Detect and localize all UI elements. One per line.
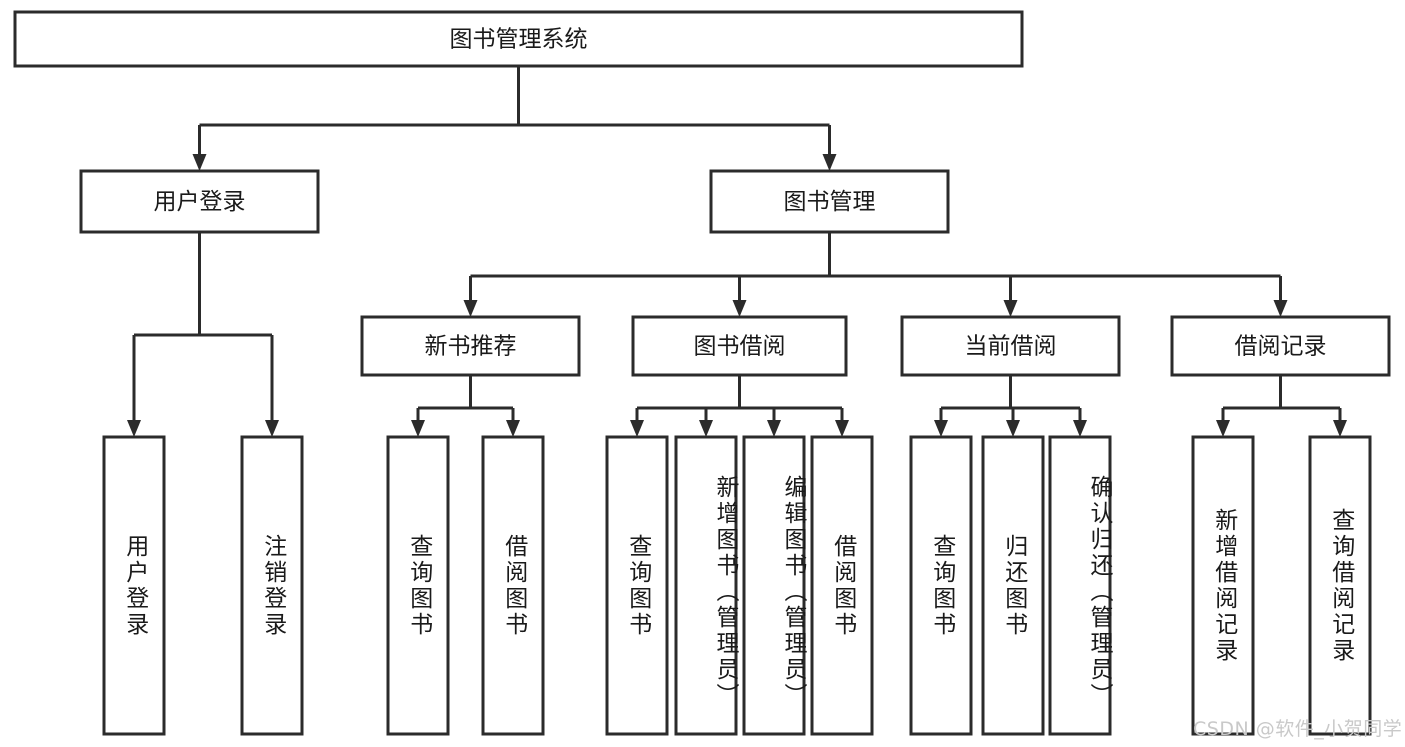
level2-node-label-user-login: 用户登录 <box>154 189 246 215</box>
leaf-node-leaf-query-borrow-record[interactable] <box>1308 435 1372 736</box>
arrow-head-icon-leaf-query-book-2 <box>630 420 644 437</box>
leaf-node-leaf-logout-login[interactable] <box>240 435 304 736</box>
level3-node-book-borrow[interactable]: 图书借阅 <box>631 315 848 377</box>
arrow-head-icon-new-book-recommend <box>463 300 478 317</box>
leaf-node-leaf-user-login[interactable] <box>102 435 166 736</box>
leaf-node-leaf-edit-book[interactable] <box>742 435 806 736</box>
arrow-head-icon-borrow-record <box>1273 300 1288 317</box>
watermark-text: CSDN @软件_小贺同学 <box>1193 718 1403 740</box>
arrow-head-icon-leaf-edit-book <box>767 420 781 437</box>
leaf-node-leaf-query-book-1[interactable] <box>386 435 450 736</box>
level3-node-label-current-borrow: 当前借阅 <box>965 334 1057 360</box>
level3-node-label-new-book-recommend: 新书推荐 <box>425 334 517 360</box>
leaf-node-leaf-return-book[interactable] <box>981 435 1045 736</box>
leaf-node-leaf-query-borrow-record-rect <box>1308 435 1372 736</box>
leaf-node-leaf-query-book-1-rect <box>386 435 450 736</box>
arrow-head-icon-leaf-return-book <box>1006 420 1020 437</box>
level3-node-label-book-borrow: 图书借阅 <box>694 334 786 360</box>
level3-node-current-borrow-rect <box>900 315 1121 377</box>
leaf-node-leaf-user-login-rect <box>102 435 166 736</box>
leaf-node-leaf-confirm-return[interactable] <box>1048 435 1112 736</box>
leaf-node-leaf-add-borrow-record-rect <box>1191 435 1255 736</box>
leaf-node-leaf-edit-book-rect <box>742 435 806 736</box>
arrow-head-icon-leaf-user-login <box>127 420 141 437</box>
leaf-node-leaf-confirm-return-rect <box>1048 435 1112 736</box>
leaf-node-leaf-query-book-3[interactable] <box>909 435 973 736</box>
leaf-node-leaf-query-book-2-rect <box>605 435 669 736</box>
level2-node-user-login-rect <box>79 169 320 234</box>
leaf-node-leaf-logout-login-rect <box>240 435 304 736</box>
leaf-node-leaf-add-book[interactable] <box>674 435 738 736</box>
leaf-node-leaf-add-book-rect <box>674 435 738 736</box>
leaf-node-leaf-borrow-book-2[interactable] <box>810 435 874 736</box>
leaf-node-leaf-return-book-rect <box>981 435 1045 736</box>
leaf-node-leaf-query-book-2[interactable] <box>605 435 669 736</box>
arrow-head-icon-book-borrow <box>732 300 747 317</box>
arrow-head-icon-leaf-add-borrow-record <box>1216 420 1230 437</box>
root-node-book-management-system-rect <box>13 10 1024 68</box>
level2-node-book-manage[interactable]: 图书管理 <box>709 169 950 234</box>
arrow-head-icon-book-manage <box>822 154 837 171</box>
level3-node-borrow-record-rect <box>1170 315 1391 377</box>
leaf-node-leaf-borrow-book-2-rect <box>810 435 874 736</box>
root-node-book-management-system[interactable]: 图书管理系统 <box>13 10 1024 68</box>
level2-node-label-book-manage: 图书管理 <box>784 189 876 215</box>
level3-node-book-borrow-rect <box>631 315 848 377</box>
arrow-head-icon-leaf-add-book <box>699 420 713 437</box>
leaf-node-leaf-borrow-book-1[interactable] <box>481 435 545 736</box>
level3-node-label-borrow-record: 借阅记录 <box>1235 334 1327 360</box>
arrow-head-icon-leaf-borrow-book-1 <box>506 420 520 437</box>
arrow-head-icon-leaf-logout-login <box>265 420 279 437</box>
arrow-head-icon-user-login <box>192 154 207 171</box>
arrow-head-icon-current-borrow <box>1003 300 1018 317</box>
level3-node-new-book-recommend[interactable]: 新书推荐 <box>360 315 581 377</box>
root-node-label: 图书管理系统 <box>450 27 588 53</box>
arrow-head-icon-leaf-query-book-3 <box>934 420 948 437</box>
level3-node-new-book-recommend-rect <box>360 315 581 377</box>
level2-node-user-login[interactable]: 用户登录 <box>79 169 320 234</box>
arrow-head-icon-leaf-query-borrow-record <box>1333 420 1347 437</box>
level2-node-book-manage-rect <box>709 169 950 234</box>
arrow-head-icon-leaf-query-book-1 <box>411 420 425 437</box>
leaf-node-leaf-query-book-3-rect <box>909 435 973 736</box>
level3-node-borrow-record[interactable]: 借阅记录 <box>1170 315 1391 377</box>
arrow-head-icon-leaf-borrow-book-2 <box>835 420 849 437</box>
leaf-node-leaf-borrow-book-1-rect <box>481 435 545 736</box>
leaf-node-leaf-add-borrow-record[interactable] <box>1191 435 1255 736</box>
edge-layer <box>127 66 1347 437</box>
arrow-head-icon-leaf-confirm-return <box>1073 420 1087 437</box>
level3-node-current-borrow[interactable]: 当前借阅 <box>900 315 1121 377</box>
